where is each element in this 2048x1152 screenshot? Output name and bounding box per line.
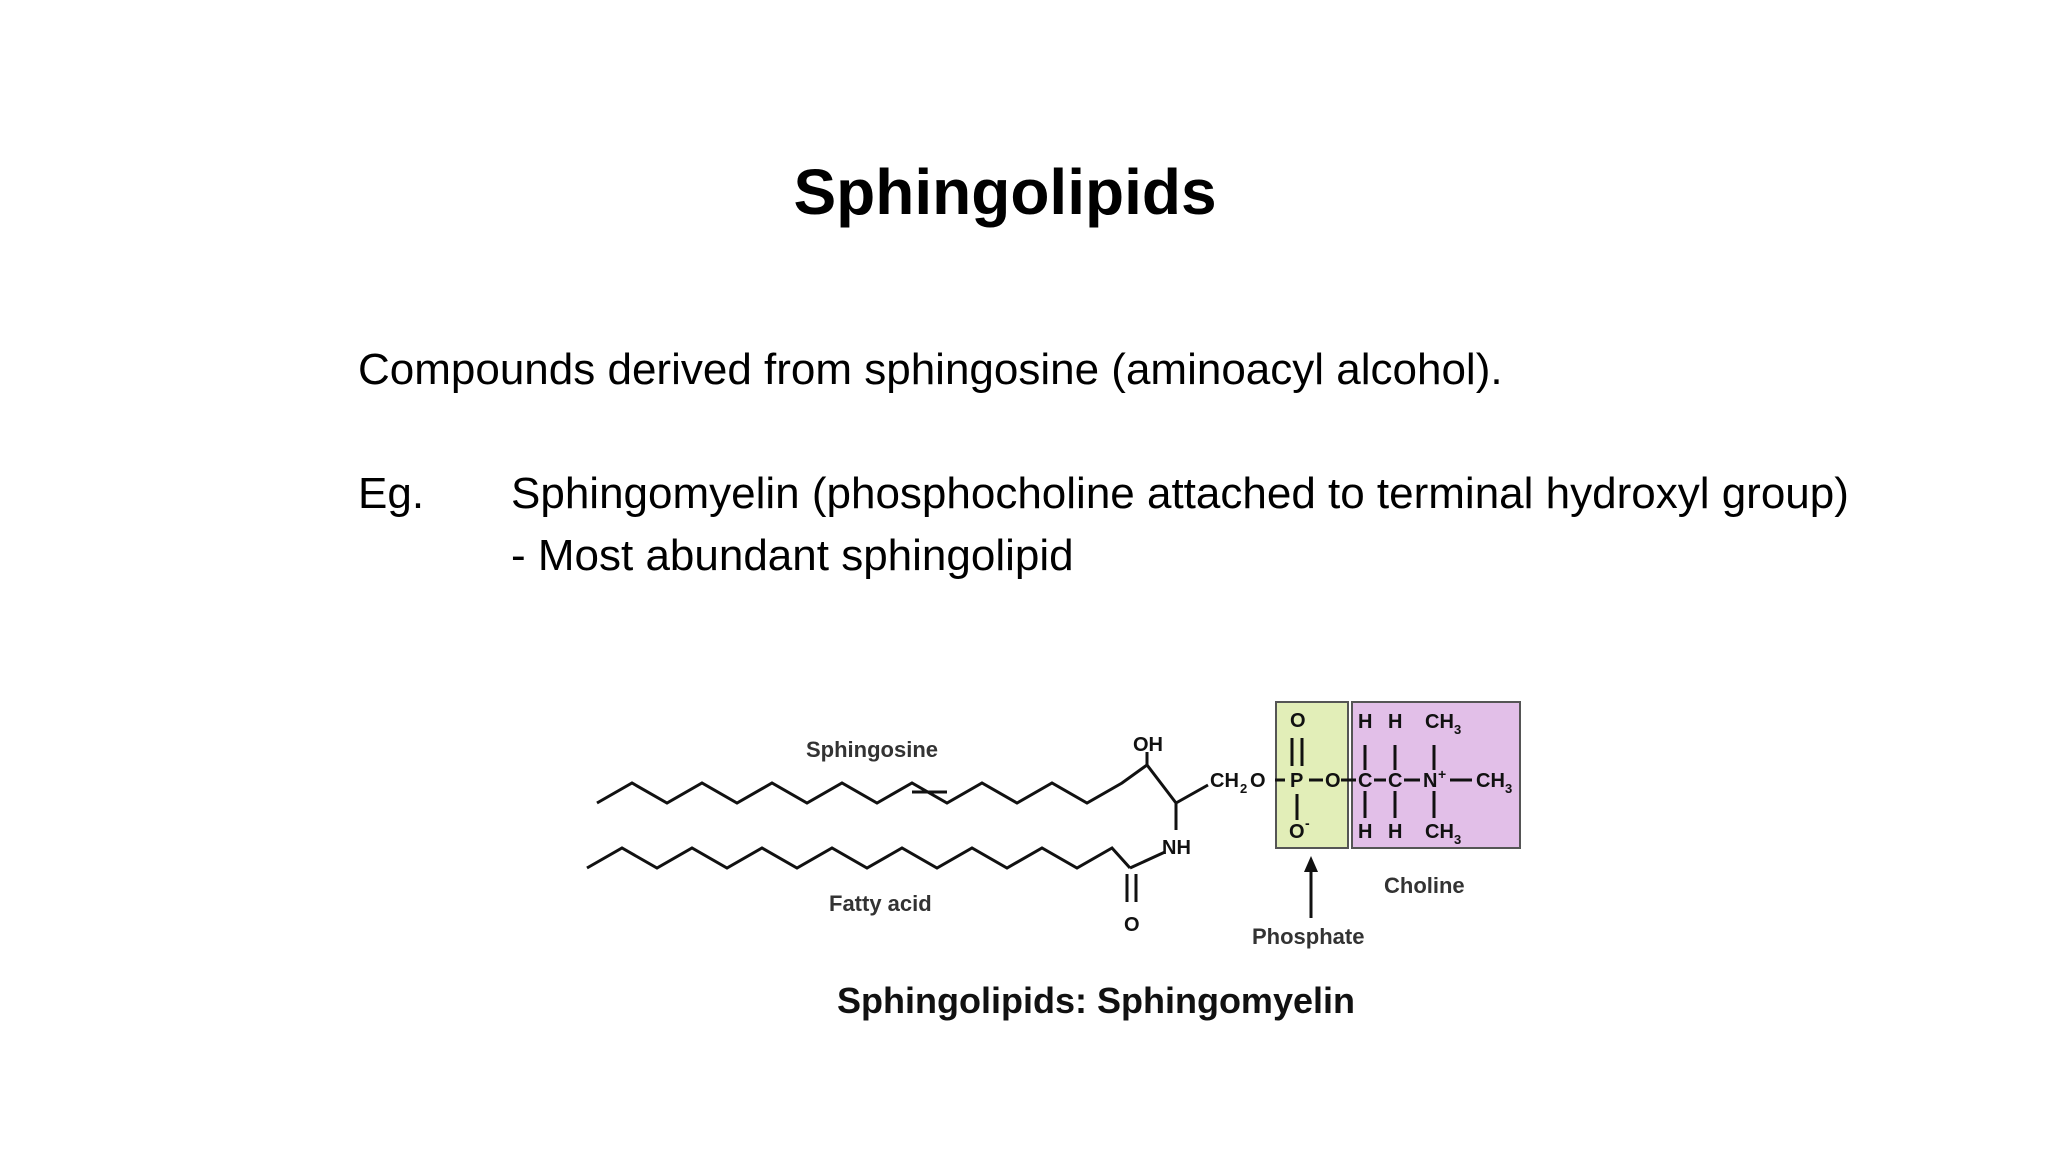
ch2-label: CH bbox=[1210, 770, 1239, 792]
ch2-subscript: 2 bbox=[1240, 781, 1247, 796]
ch3-right-label: CH bbox=[1476, 770, 1505, 792]
definition-text: Compounds derived from sphingosine (amin… bbox=[358, 345, 1503, 394]
h-top-2: H bbox=[1388, 711, 1402, 733]
carbon-1-label: C bbox=[1358, 770, 1372, 792]
choline-label: Choline bbox=[1384, 873, 1465, 898]
nitrogen-label: N bbox=[1423, 770, 1437, 792]
h-bottom-2: H bbox=[1388, 821, 1402, 843]
h-bottom-1: H bbox=[1358, 821, 1372, 843]
example-label: Eg. bbox=[358, 469, 425, 518]
oh-label: OH bbox=[1133, 734, 1163, 756]
example-note: - Most abundant sphingolipid bbox=[511, 531, 1074, 580]
ester-o-label: O bbox=[1250, 770, 1266, 792]
ch2-bond bbox=[1175, 783, 1209, 805]
example-text: Sphingomyelin (phosphocholine attached t… bbox=[511, 469, 1849, 518]
fatty-acid-label: Fatty acid bbox=[829, 891, 932, 916]
figure-caption: Sphingolipids: Sphingomyelin bbox=[837, 980, 1355, 1021]
o-minus-label: O bbox=[1289, 821, 1305, 843]
carbon-2-label: C bbox=[1388, 770, 1402, 792]
fatty-acid-chain bbox=[586, 846, 1132, 870]
page-title: Sphingolipids bbox=[793, 156, 1217, 228]
phosphoryl-o-label: O bbox=[1290, 710, 1306, 732]
phosphorus-label: P bbox=[1290, 770, 1303, 792]
plus-charge: + bbox=[1438, 766, 1446, 782]
ch3-bottom-subscript: 3 bbox=[1454, 832, 1461, 847]
ch3-bottom-label: CH bbox=[1425, 821, 1454, 843]
nh-label: NH bbox=[1162, 837, 1191, 859]
sphingosine-chain bbox=[596, 762, 1178, 805]
bridge-o-label: O bbox=[1325, 770, 1341, 792]
ch3-top-subscript: 3 bbox=[1454, 722, 1461, 737]
choline-box bbox=[1351, 701, 1521, 849]
h-top-1: H bbox=[1358, 711, 1372, 733]
sphingosine-label: Sphingosine bbox=[806, 737, 938, 762]
carbonyl-o-label: O bbox=[1124, 914, 1140, 936]
ch3-right-subscript: 3 bbox=[1505, 781, 1512, 796]
amide-bond bbox=[1129, 850, 1166, 870]
phosphate-arrow-head bbox=[1304, 856, 1318, 872]
phosphate-box bbox=[1275, 701, 1349, 849]
phosphate-label: Phosphate bbox=[1252, 924, 1364, 949]
minus-charge: - bbox=[1305, 815, 1310, 831]
ch3-top-label: CH bbox=[1425, 711, 1454, 733]
